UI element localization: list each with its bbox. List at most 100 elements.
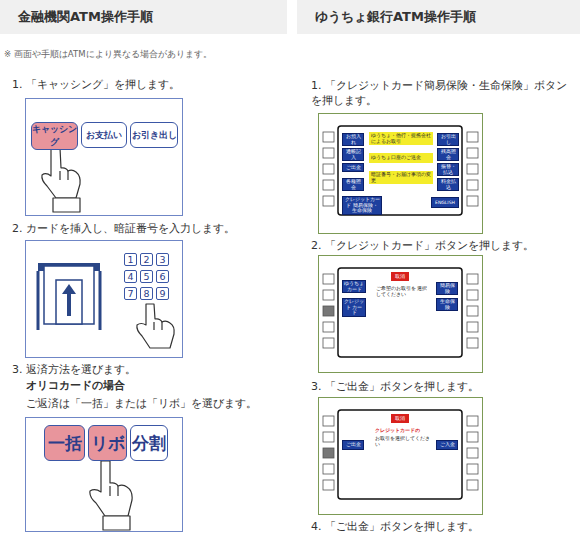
button-text: ゆうちょ カード — [344, 281, 364, 292]
side-key — [323, 480, 334, 490]
step-text: 3. 「ご出金」ボタンを押します。 — [311, 379, 573, 394]
button: 生命保険 — [436, 298, 458, 311]
button: クレジットカード 簡易保険・生命保険 — [342, 196, 382, 215]
screen-menu: ゆうちょ口座のご送金 — [369, 153, 433, 163]
side-key — [467, 274, 478, 284]
keypad-key: 3 — [156, 253, 169, 266]
button-text: お預入れ — [344, 134, 362, 145]
button-text: 2 — [143, 254, 149, 265]
button: ご出金 — [342, 163, 364, 172]
side-key — [323, 290, 334, 300]
button: お支払い — [81, 122, 127, 148]
side-key — [467, 464, 478, 474]
button-text: ご出金 — [346, 165, 361, 171]
button: 振替・払込 — [437, 163, 459, 176]
button: お引き出し — [130, 122, 178, 148]
side-key — [323, 274, 334, 284]
button-text: 3 — [159, 254, 165, 265]
button: 通帳記入 — [342, 148, 364, 161]
button-text: 生命保険 — [438, 299, 456, 310]
button-text: リボ — [91, 432, 125, 455]
keypad-key: 9 — [156, 287, 169, 300]
button-text: 5 — [143, 271, 149, 282]
button: お引出し — [437, 133, 459, 146]
screen-menu: ゆうちょ・他行・提携会社によるお取引 — [369, 132, 433, 145]
side-key — [467, 196, 478, 206]
side-key — [467, 132, 478, 142]
side-key — [323, 448, 334, 458]
button-text: 8 — [143, 288, 149, 299]
step-text: 2. 「クレジットカード」ボタンを押します。 — [311, 238, 573, 253]
side-key — [467, 322, 478, 332]
keypad-key: 8 — [140, 287, 153, 300]
button: ENGLISH — [431, 197, 459, 208]
side-key — [467, 180, 478, 190]
side-key — [323, 432, 334, 442]
button-text: クレジット カード — [344, 299, 364, 316]
step-text: 1. 「クレジットカード簡易保険・生命保険」ボタンを押します。 — [311, 78, 573, 108]
side-key — [467, 432, 478, 442]
button-text: 暗証番号・お届け事項の変更 — [371, 172, 431, 183]
button-text: ゆうちょ・他行・提携会社によるお取引 — [371, 133, 431, 144]
screen-menu: 暗証番号・お届け事項の変更 — [369, 171, 433, 184]
button-text: ご入金 — [440, 442, 455, 448]
button-text: 料金払込 — [439, 179, 457, 190]
button: ご出金 — [342, 440, 364, 450]
step-text: 1. 「キャッシング」を押します。 — [12, 77, 282, 92]
button-text: ゆうちょ口座のご送金 — [371, 155, 421, 161]
side-key — [323, 306, 334, 316]
button-text: お引出し — [439, 134, 457, 145]
side-key — [323, 464, 334, 474]
keypad-key: 2 — [140, 253, 153, 266]
button-text: 取消 — [395, 416, 405, 422]
button-text: ENGLISH — [435, 200, 455, 206]
button: 簡易保険 — [436, 282, 458, 295]
keypad-key: 1 — [124, 253, 137, 266]
side-key — [323, 416, 334, 426]
button: 料金払込 — [437, 178, 459, 191]
side-key — [467, 290, 478, 300]
button-text: 分割 — [132, 432, 166, 455]
button: ゆうちょ カード — [342, 280, 366, 293]
header-band: 金融機関ATM操作手順 — [0, 0, 287, 34]
header-band: ゆうちょ銀行ATM操作手順 — [297, 0, 580, 34]
button-text: ゆうちょ銀行ATM操作手順 — [315, 8, 476, 26]
button: 取消 — [391, 272, 409, 281]
button-text: 7 — [127, 288, 133, 299]
side-key — [467, 338, 478, 348]
button-text: 残高照会 — [439, 149, 457, 160]
case-heading: オリコカードの場合 — [26, 378, 276, 393]
button-text: 通帳記入 — [344, 149, 362, 160]
button: ご入金 — [436, 440, 458, 450]
step-text: ご返済は「一括」または「リボ」を選びます。 — [26, 396, 286, 411]
keypad-key: 7 — [124, 287, 137, 300]
keypad-key: 4 — [124, 270, 137, 283]
button-text: クレジットカード 簡易保険・生命保険 — [344, 197, 380, 214]
screen-text: お取引を選択してください — [375, 436, 433, 448]
side-key — [467, 164, 478, 174]
side-key — [467, 448, 478, 458]
side-key — [323, 164, 334, 174]
button-text: 一括 — [48, 432, 82, 455]
side-key — [467, 306, 478, 316]
button-text: 取消 — [395, 274, 405, 280]
side-key — [467, 416, 478, 426]
button-text: キャッシング — [32, 123, 77, 149]
keypad-key: 6 — [156, 270, 169, 283]
button: クレジット カード — [342, 298, 366, 317]
keypad-key: 5 — [140, 270, 153, 283]
button-text: 金融機関ATM操作手順 — [18, 8, 153, 26]
button-text: 各種照会 — [344, 179, 362, 190]
button-text: お支払い — [86, 129, 122, 142]
button: お預入れ — [342, 133, 364, 146]
button-text: 9 — [159, 288, 165, 299]
step-text: 4. 「ご出金」ボタンを押します。 — [311, 519, 573, 534]
side-key — [467, 480, 478, 490]
button: キャッシング — [31, 122, 78, 150]
side-key — [323, 180, 334, 190]
button: 残高照会 — [437, 148, 459, 161]
button: 分割 — [130, 425, 168, 461]
button-text: 4 — [127, 271, 133, 282]
step-text: 3. 返済方法を選びます。 — [12, 362, 282, 377]
